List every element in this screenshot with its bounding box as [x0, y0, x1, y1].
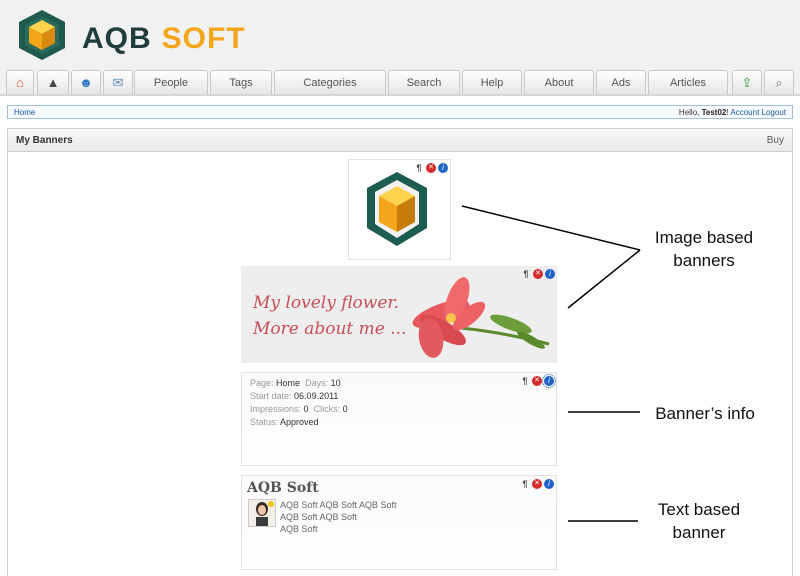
start-value: 06.09.2011 [294, 391, 339, 401]
search-icon: ⌕ [775, 74, 783, 90]
buy-link[interactable]: Buy [766, 135, 784, 146]
annotation-text-banner: Text based banner [644, 498, 754, 544]
text-banner-lines: AQB Soft AQB Soft AQB Soft AQB Soft AQB … [280, 499, 397, 535]
logo-text-soft: SOFT [161, 22, 246, 55]
info-icon[interactable]: i [545, 269, 555, 279]
impressions-value: 0 [303, 404, 309, 414]
breadcrumb-home-link[interactable]: Home [14, 108, 36, 117]
flower-line-1: My lovely flower. [253, 293, 400, 313]
page-value: Home [276, 378, 301, 388]
tab-about[interactable]: About [524, 70, 594, 94]
main-nav: ⌂ ▲ ☻ ✉ People Tags Categories Search He… [6, 70, 796, 96]
tab-home[interactable]: ⌂ [6, 70, 34, 94]
logout-link[interactable]: Logout [761, 108, 786, 117]
user-icon: ☻ [79, 75, 93, 90]
username: Test02 [701, 108, 727, 117]
delete-icon[interactable]: ✕ [533, 269, 543, 279]
image-banner-flower[interactable]: My lovely flower. More about me ... ¶ ✕ … [241, 266, 557, 363]
banner-actions: ¶ ✕ i [414, 163, 448, 173]
info-row-stats: Impressions: 0 Clicks: 0 [250, 404, 348, 414]
text-banner-line-3: AQB Soft [280, 524, 318, 534]
tab-people[interactable]: People [134, 70, 208, 94]
greeting-exclaim: ! [726, 108, 729, 117]
tab-user[interactable]: ☻ [71, 70, 101, 94]
info-row-page: Page: Home Days: 10 [250, 378, 341, 388]
avatar [248, 499, 276, 527]
tab-ads[interactable]: Ads [596, 70, 646, 94]
breadcrumb-bar: Home Hello, Test02! Account Logout [7, 105, 793, 119]
mail-icon: ✉ [112, 74, 124, 90]
info-icon[interactable]: i [542, 374, 556, 388]
avatar-image [249, 500, 275, 526]
banner-info-box: Page: Home Days: 10 Start date: 06.09.20… [241, 372, 557, 466]
tab-mail[interactable]: ✉ [103, 70, 133, 94]
page-label: Page: [250, 378, 274, 388]
home-icon: ⌂ [16, 75, 24, 90]
annotation-text-line-2: banner [672, 523, 726, 542]
status-label: Status: [250, 417, 279, 427]
panel-title: My Banners [16, 135, 73, 146]
flower-line-2: More about me ... [253, 319, 407, 339]
upload-icon: ⇪ [741, 74, 753, 90]
delete-icon[interactable]: ✕ [532, 479, 542, 489]
days-label: Days: [305, 378, 329, 388]
tab-categories[interactable]: Categories [274, 70, 386, 94]
delete-icon[interactable]: ✕ [532, 376, 542, 386]
paragraph-icon[interactable]: ¶ [523, 269, 529, 279]
logo-text-aqb: AQB [82, 22, 152, 55]
info-icon[interactable]: i [544, 479, 554, 489]
my-banners-panel: My Banners Buy [7, 128, 793, 576]
banner-actions: ¶ ✕ i [520, 479, 554, 489]
annotation-image-line-2: banners [673, 251, 735, 270]
annotation-image-line-1: Image based [654, 228, 754, 247]
paragraph-icon[interactable]: ¶ [522, 376, 528, 386]
logo[interactable]: AQB SOFT [16, 8, 256, 64]
text-banner-line-2: AQB Soft AQB Soft [280, 512, 358, 522]
header: AQB SOFT ⌂ ▲ ☻ ✉ People Tags Categories S… [0, 0, 800, 96]
tab-upload[interactable]: ⇪ [732, 70, 762, 94]
logo-hexagon-icon [19, 10, 65, 60]
annotation-text-line-1: Text based [657, 500, 741, 519]
status-value: Approved [280, 417, 319, 427]
flower-image [412, 277, 550, 358]
tab-tags[interactable]: Tags [210, 70, 272, 94]
text-banner[interactable]: AQB Soft AQB Soft AQB Soft AQB Soft AQB … [241, 475, 557, 570]
info-row-start: Start date: 06.09.2011 [250, 391, 338, 401]
banner-actions: ¶ ✕ i [520, 374, 556, 388]
greeting-text: Hello, [678, 108, 700, 117]
annotation-banner-info: Banner’s info [655, 404, 755, 423]
flower-banner-text: My lovely flower. More about me ... [253, 290, 406, 342]
annotation-image-banners: Image based banners [644, 226, 764, 272]
paragraph-icon[interactable]: ¶ [522, 479, 528, 489]
delete-icon[interactable]: ✕ [426, 163, 436, 173]
tab-hat[interactable]: ▲ [37, 70, 69, 94]
account-link[interactable]: Account [730, 108, 760, 117]
clicks-label: Clicks: [313, 404, 341, 414]
panel-header: My Banners Buy [8, 129, 792, 152]
text-banner-title: AQB Soft [247, 480, 319, 496]
days-value: 10 [330, 378, 341, 388]
user-greeting: Hello, Test02! Account Logout [679, 108, 786, 117]
start-label: Start date: [250, 391, 292, 401]
paragraph-icon[interactable]: ¶ [416, 163, 422, 173]
tab-help[interactable]: Help [462, 70, 522, 94]
impressions-label: Impressions: [250, 404, 302, 414]
tab-articles[interactable]: Articles [648, 70, 728, 94]
text-banner-line-1: AQB Soft AQB Soft AQB Soft [280, 500, 397, 510]
tab-search-icon[interactable]: ⌕ [764, 70, 794, 94]
clicks-value: 0 [342, 404, 348, 414]
image-banner-logo[interactable]: ¶ ✕ i [348, 159, 451, 260]
info-row-status: Status: Approved [250, 417, 319, 427]
banner-logo-image [367, 172, 427, 246]
hat-icon: ▲ [46, 75, 60, 90]
nav-divider [0, 94, 800, 96]
tab-search[interactable]: Search [388, 70, 460, 94]
logo-text: AQB SOFT [82, 22, 246, 56]
banner-actions: ¶ ✕ i [521, 269, 555, 279]
info-icon[interactable]: i [438, 163, 448, 173]
